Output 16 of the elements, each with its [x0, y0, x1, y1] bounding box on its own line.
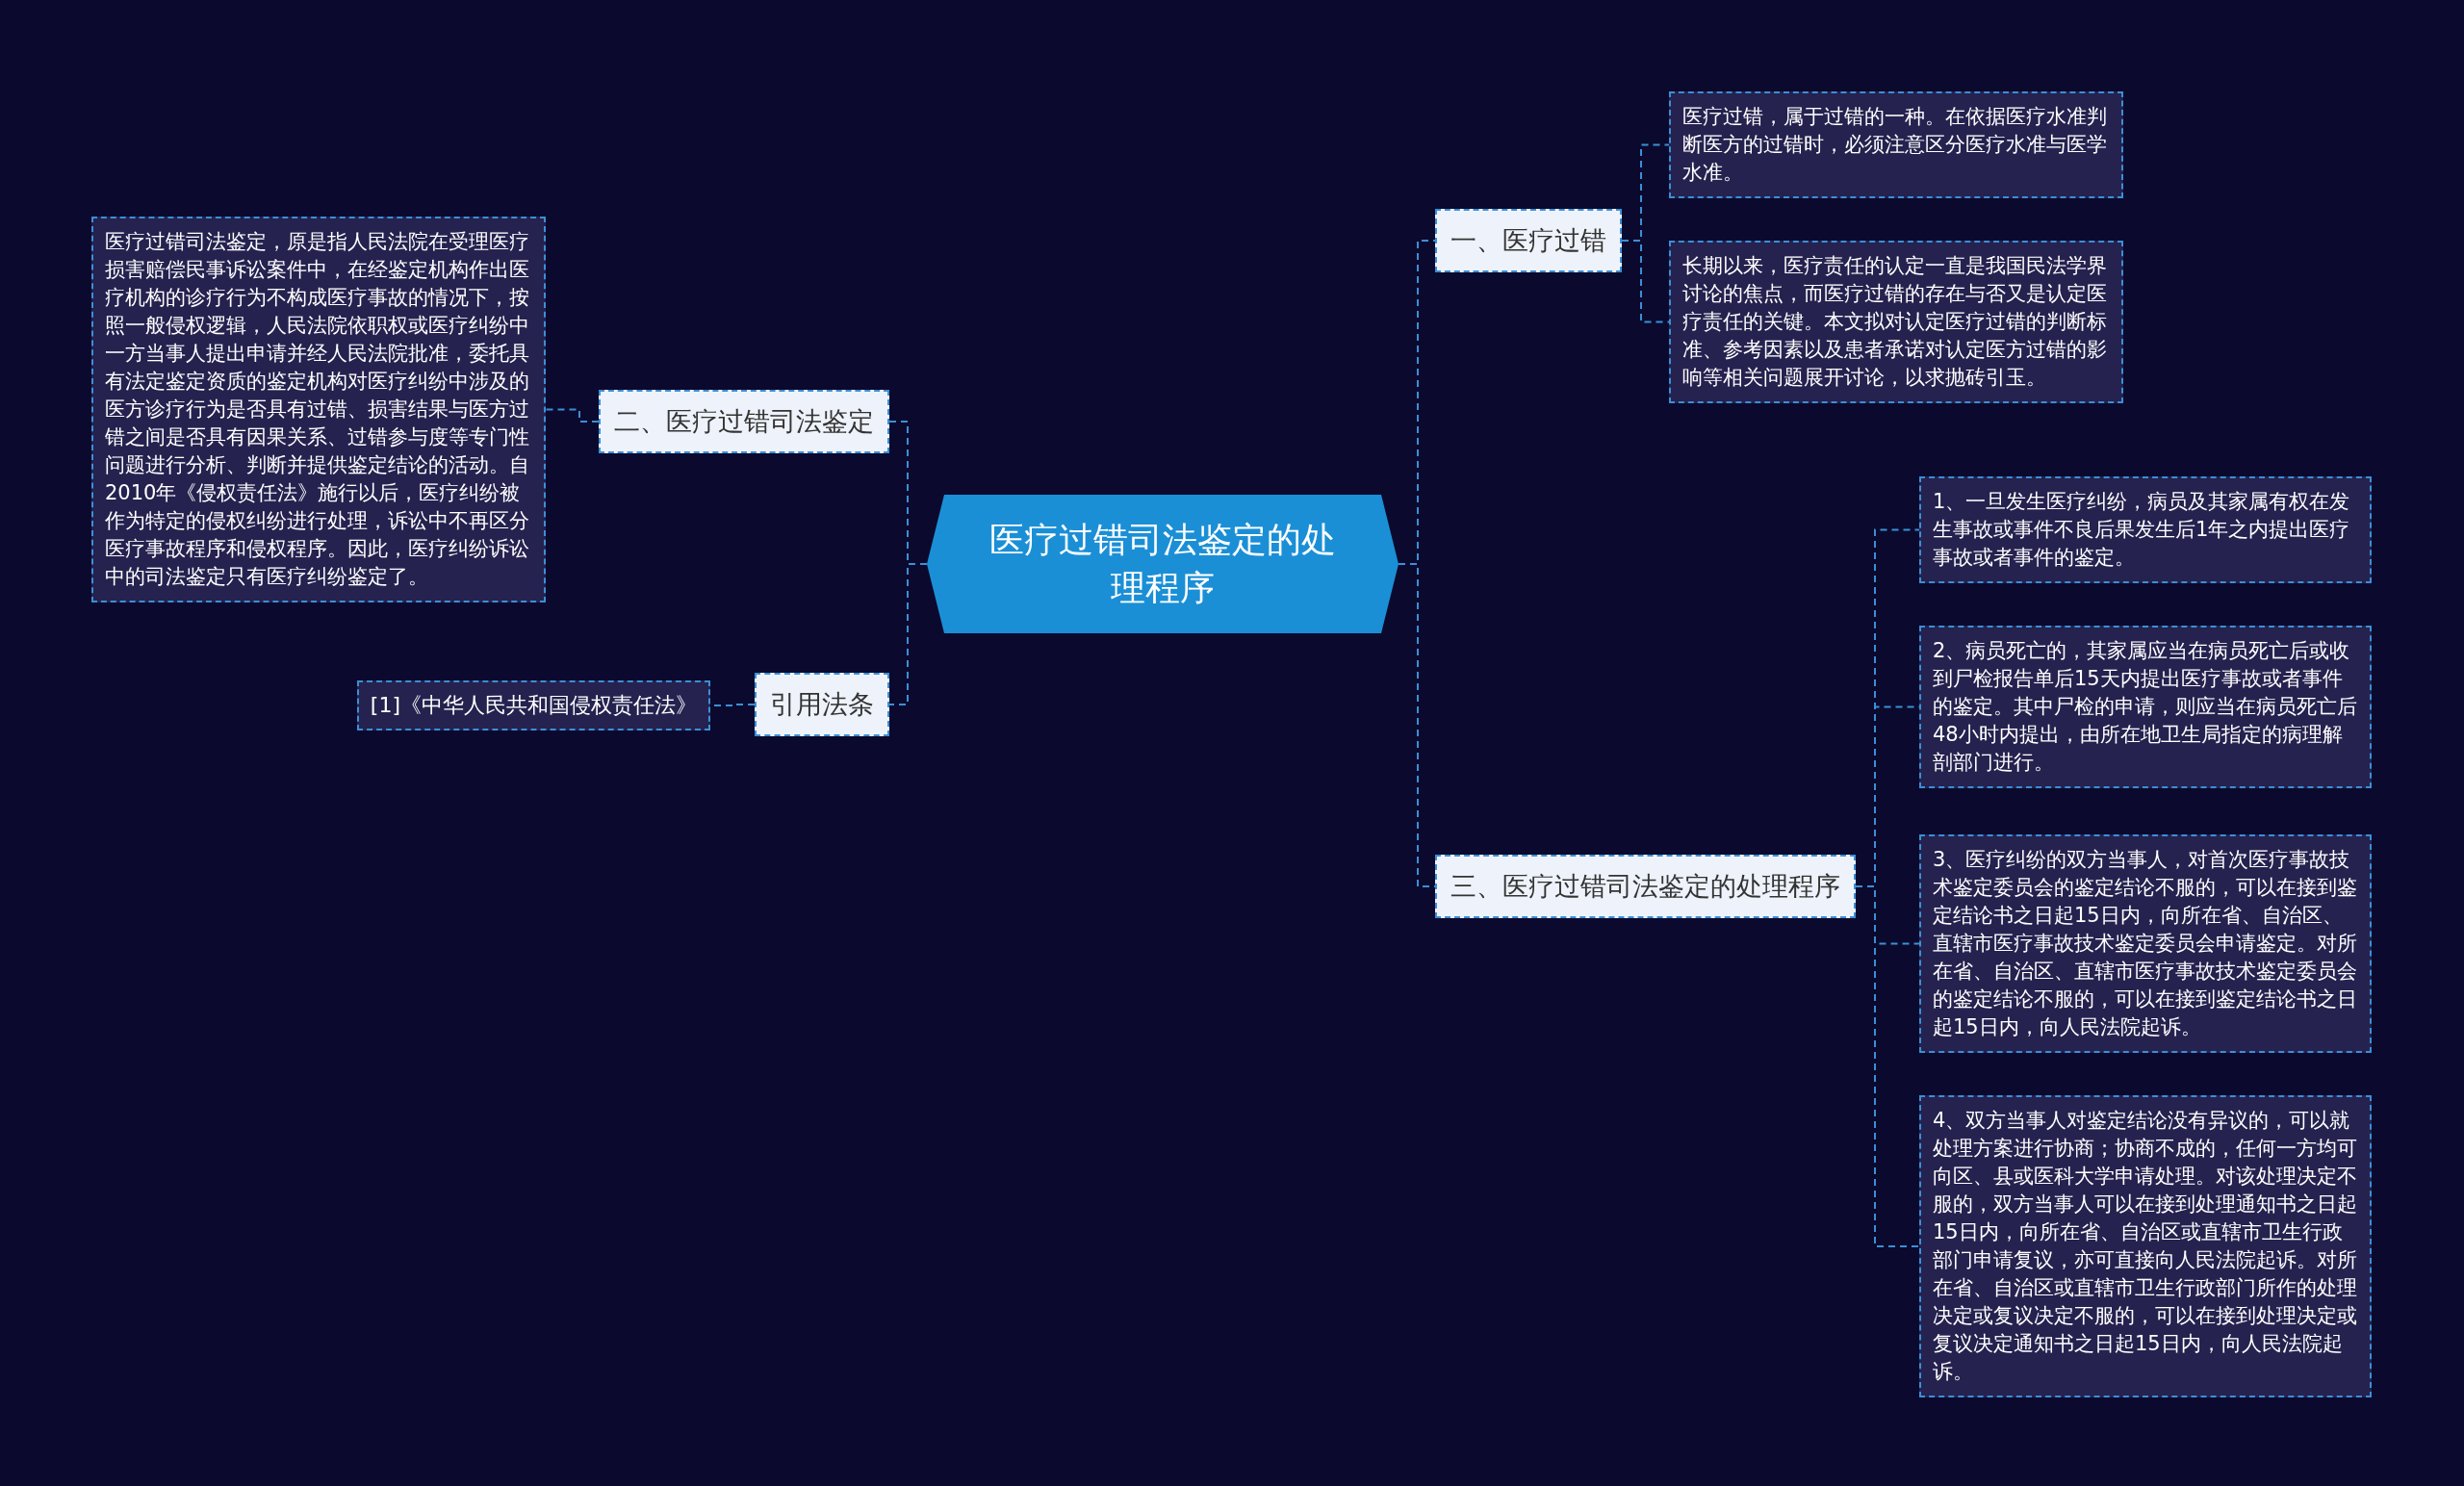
topic-box: 一、医疗过错	[1435, 209, 1622, 272]
text-card: 长期以来，医疗责任的认定一直是我国民法学界讨论的焦点，而医疗过错的存在与否又是认定医疗责任的关键。本文拟对认定医疗过错的判断标准、参考因素以及患者承诺对认定医方过错的影响等相关问题展开讨论，以求抛砖引玉。	[1669, 241, 2123, 403]
connector-line	[1621, 240, 1670, 323]
text-card: 3、医疗纠纷的双方当事人，对首次医疗事故技术鉴定委员会的鉴定结论不服的，可以在接到鉴定结论书之日起15日内，向所在省、自治区、直辖市医疗事故技术鉴定委员会申请鉴定。对所在省、自治区、直辖市医疗事故技术鉴定委员会的鉴定结论不服的，可以在接到鉴定结论书之日起15日内，向人民法院起诉。	[1919, 834, 2372, 1053]
connector-line	[888, 563, 928, 705]
text-card: 医疗过错司法鉴定，原是指人民法院在受理医疗损害赔偿民事诉讼案件中，在经鉴定机构作出医疗机构的诊疗行为不构成医疗事故的情况下，按照一般侵权逻辑，人民法院依职权或医疗纠纷中一方当事人提出申请并经人民法院批准，委托具有法定鉴定资质的鉴定机构对医疗纠纷中涉及的医方诊疗行为是否具有过错、损害结果与医方过错之间是否具有因果关系、过错参与度等专门性问题进行分析、判断并提供鉴定结论的活动。自2010年《侵权责任法》施行以后，医疗纠纷被作为特定的侵权纠纷进行处理，诉讼中不再区分医疗事故程序和侵权程序。因此，医疗纠纷诉讼中的司法鉴定只有医疗纠纷鉴定了。	[91, 217, 546, 602]
central-topic-hexagon: 医疗过错司法鉴定的处理程序	[927, 495, 1399, 633]
topic-box: 引用法条	[755, 673, 889, 736]
reference-card: [1]《中华人民共和国侵权责任法》	[356, 680, 710, 730]
connector-line	[545, 408, 600, 423]
topic-box: 三、医疗过错司法鉴定的处理程序	[1435, 855, 1856, 918]
text-card: 4、双方当事人对鉴定结论没有异议的，可以就处理方案进行协商；协商不成的，任何一方均可向区、县或医科大学申请处理。对该处理决定不服的，双方当事人可以在接到处理通知书之日起15日内，向所在省、自治区或直辖市卫生行政部门申请复议，亦可直接向人民法院起诉。对所在省、自治区或直辖市卫生行政部门所作的处理决定或复议决定不服的，可以在接到处理决定或复议决定通知书之日起15日内，向人民法院起诉。	[1919, 1095, 2372, 1397]
topic-box: 二、医疗过错司法鉴定	[599, 390, 889, 453]
text-card: 医疗过错，属于过错的一种。在依据医疗水准判断医方的过错时，必须注意区分医疗水准与医学水准。	[1669, 91, 2123, 198]
text-card: 2、病员死亡的，其家属应当在病员死亡后或收到尸检报告单后15天内提出医疗事故或者事件的鉴定。其中尸检的申请，则应当在病员死亡后48小时内提出，由所在地卫生局指定的病理解剖部门进行。	[1919, 626, 2372, 788]
text-card: 1、一旦发生医疗纠纷，病员及其家属有权在发生事故或事件不良后果发生后1年之内提出医疗事故或者事件的鉴定。	[1919, 476, 2372, 583]
